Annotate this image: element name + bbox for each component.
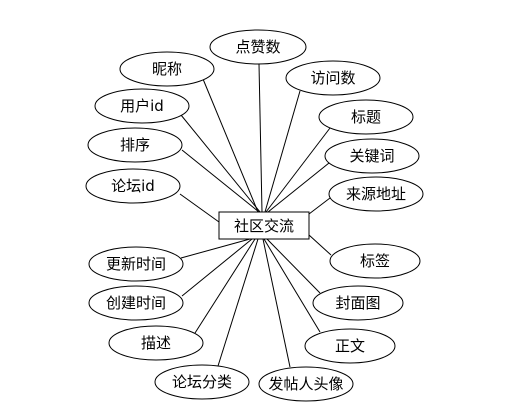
connector-tags [308, 234, 332, 256]
attribute-ellipse [285, 60, 381, 96]
attribute-ellipse [328, 176, 424, 212]
attribute-ellipse [88, 246, 184, 282]
attribute-ellipse [324, 138, 420, 174]
connector-updated [180, 238, 251, 259]
attribute-ellipse [304, 328, 396, 364]
attribute-ellipse [312, 285, 404, 321]
attribute-tags: 标签 [329, 243, 421, 279]
connector-visits [264, 90, 301, 213]
attribute-ellipse [88, 285, 184, 321]
connector-desc [194, 238, 256, 334]
attribute-keywords: 关键词 [324, 138, 420, 174]
attribute-sort: 排序 [87, 127, 183, 163]
attribute-label: 标题 [351, 108, 381, 126]
attribute-ellipse [329, 243, 421, 279]
attribute-ellipse [87, 127, 183, 163]
attribute-created: 创建时间 [88, 285, 184, 321]
connector-nickname [202, 78, 259, 213]
attribute-avatar: 发帖人头像 [258, 366, 354, 402]
attribute-ellipse [85, 168, 181, 204]
entity-label: 社区交流 [234, 217, 294, 235]
attribute-label: 更新时间 [106, 255, 166, 273]
attribute-ellipse [318, 99, 414, 135]
attribute-label: 昵称 [152, 60, 182, 78]
attribute-label: 描述 [141, 334, 171, 352]
attribute-label: 论坛分类 [172, 373, 232, 391]
attribute-ellipse [94, 88, 190, 124]
attribute-label: 来源地址 [346, 185, 406, 203]
attribute-label: 创建时间 [106, 294, 166, 312]
attribute-ellipse [108, 325, 204, 361]
connector-user_id [180, 114, 261, 213]
attribute-label: 关键词 [349, 147, 394, 165]
attribute-visits: 访问数 [285, 60, 381, 96]
attribute-updated: 更新时间 [88, 246, 184, 282]
attribute-label: 标签 [360, 252, 390, 270]
attribute-label: 封面图 [335, 294, 380, 312]
attribute-likes: 点赞数 [209, 29, 307, 65]
attribute-user-id: 用户id [94, 88, 190, 124]
attribute-label: 访问数 [310, 69, 355, 87]
entity-node: 社区交流 [218, 211, 310, 240]
connector-body [263, 238, 321, 333]
connector-created [181, 238, 253, 297]
attribute-label: 论坛id [111, 177, 155, 195]
attribute-label: 发帖人头像 [268, 375, 343, 393]
attribute-category: 论坛分类 [154, 364, 250, 400]
attribute-ellipse [209, 29, 307, 65]
attribute-forum-id: 论坛id [85, 168, 181, 204]
attribute-body: 正文 [304, 328, 396, 364]
connector-source [308, 197, 331, 215]
attribute-label: 用户id [120, 97, 164, 115]
connector-cover [266, 238, 321, 294]
attribute-source: 来源地址 [328, 176, 424, 212]
attribute-ellipse [258, 366, 354, 402]
attribute-desc: 描述 [108, 325, 204, 361]
connector-lines [179, 63, 332, 368]
connector-avatar [262, 238, 291, 368]
connector-forum_id [179, 193, 220, 223]
attribute-nickname: 昵称 [119, 51, 215, 87]
attribute-ellipse [119, 51, 215, 87]
connector-likes [258, 63, 263, 213]
attribute-title: 标题 [318, 99, 414, 135]
entity-box [218, 211, 310, 240]
attribute-label: 排序 [120, 136, 150, 154]
attribute-ellipse [154, 364, 250, 400]
connector-keywords [267, 162, 330, 213]
connector-sort [181, 149, 260, 213]
connector-title [265, 127, 331, 213]
attribute-cover: 封面图 [312, 285, 404, 321]
attribute-label: 点赞数 [235, 38, 280, 56]
connector-category [217, 238, 259, 367]
attribute-label: 正文 [335, 337, 365, 355]
